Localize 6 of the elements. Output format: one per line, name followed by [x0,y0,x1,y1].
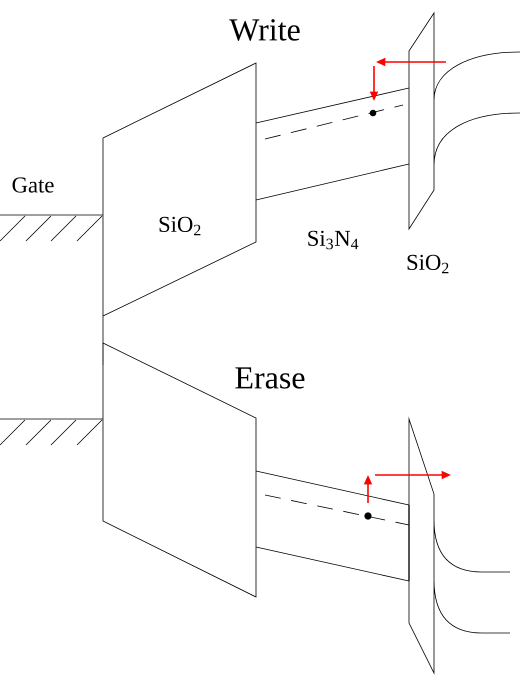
layer-label: Gate [12,177,54,193]
layer-label: SiO$_{2}$ [160,216,200,236]
layer-label: Si$_{3}$N$_{4}$ [308,230,358,250]
panel-heading: Erase [235,367,304,389]
panel-heading: Write [229,19,300,41]
layer-label: SiO$_{2}$ [408,254,448,274]
